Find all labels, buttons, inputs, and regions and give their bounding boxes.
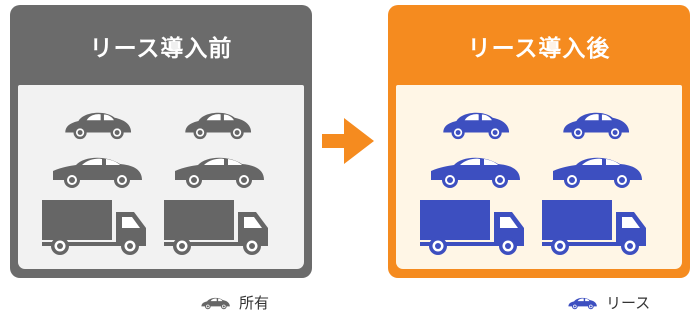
before-vehicle-grid xyxy=(42,112,268,255)
car-icon xyxy=(185,112,252,140)
after-panel: リース導入後 xyxy=(388,5,690,278)
car-icon xyxy=(201,297,230,310)
legend-label: 所有 xyxy=(239,294,270,312)
car-icon xyxy=(431,157,520,188)
after-panel-body xyxy=(396,85,682,269)
truck-icon xyxy=(542,200,646,255)
before-panel-body xyxy=(18,85,304,269)
truck-icon xyxy=(420,200,524,255)
truck-icon xyxy=(42,200,146,255)
after-vehicle-grid xyxy=(420,112,646,255)
car-icon xyxy=(563,112,630,140)
car-icon xyxy=(65,112,132,140)
before-panel: リース導入前 xyxy=(10,5,312,278)
car-icon xyxy=(443,112,510,140)
car-icon xyxy=(568,297,597,310)
car-icon xyxy=(175,157,264,188)
legend-item-lease: リース xyxy=(567,292,650,313)
arrow-right-icon xyxy=(322,118,374,164)
legend-item-own: 所有 xyxy=(200,292,269,313)
after-panel-title: リース導入後 xyxy=(467,36,611,62)
car-icon xyxy=(53,157,142,188)
before-panel-title: リース導入前 xyxy=(89,36,233,62)
car-icon xyxy=(553,157,642,188)
legend-label: リース xyxy=(606,294,651,312)
truck-icon xyxy=(164,200,268,255)
